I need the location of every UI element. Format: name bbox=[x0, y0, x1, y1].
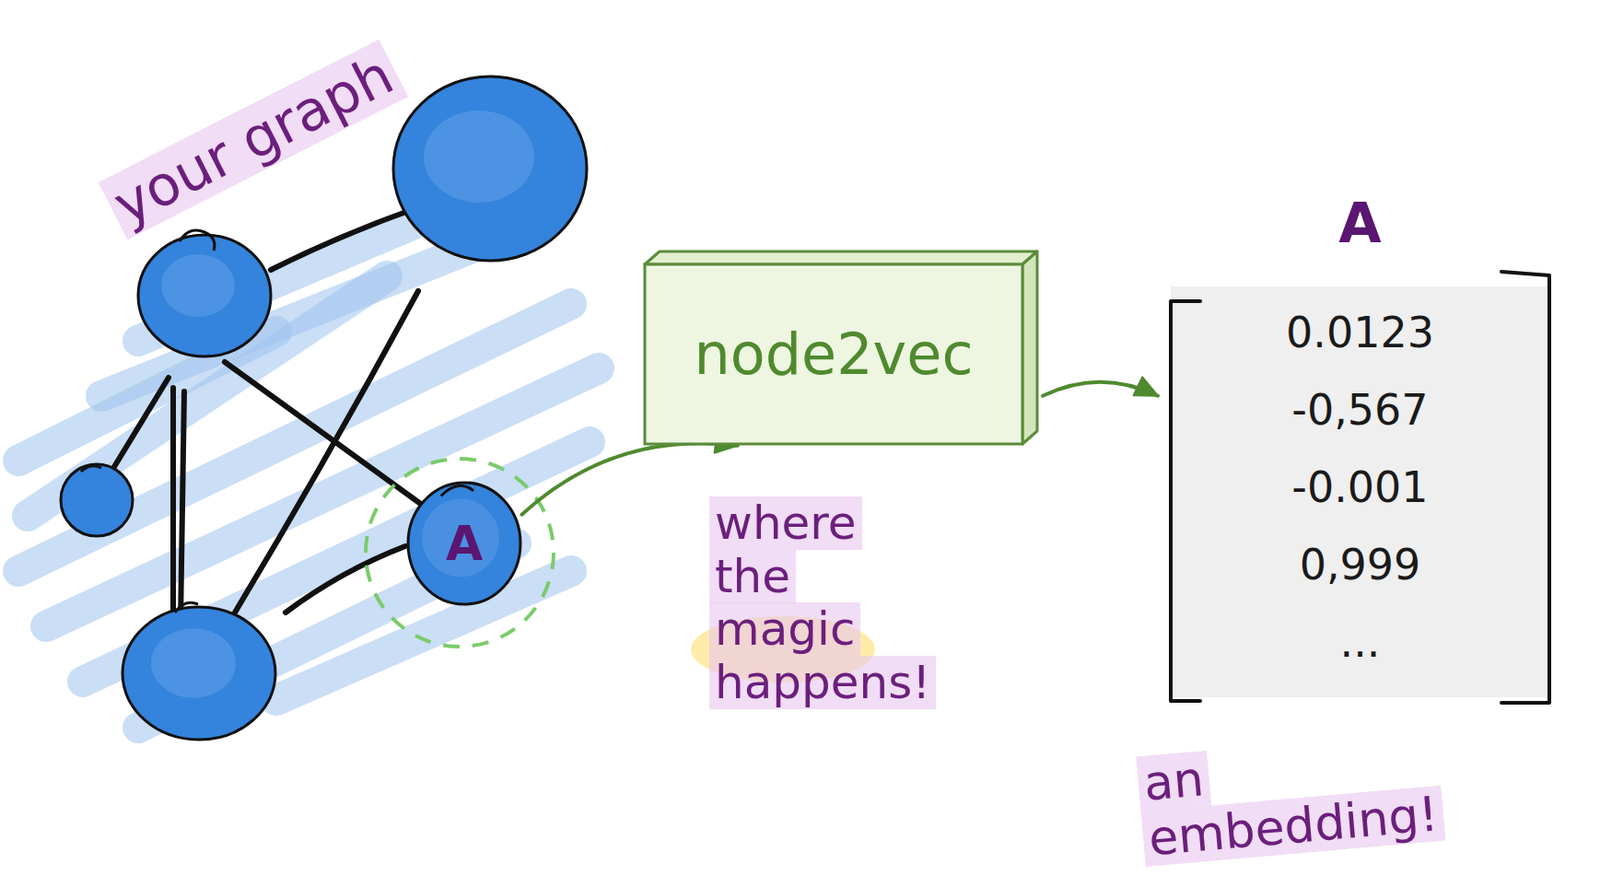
embedding-vector: 0.0123-0,567-0.0010,999...A bbox=[1163, 269, 1557, 705]
vector-value: 0.0123 bbox=[1285, 307, 1435, 358]
circle-shine bbox=[151, 110, 535, 699]
scribble-mark bbox=[441, 485, 474, 496]
embedding-note: an embedding! bbox=[1135, 750, 1446, 867]
vector-heading: A bbox=[1163, 190, 1557, 256]
magic-note-wrap: where the magic happens! bbox=[709, 497, 936, 710]
flow-arrow bbox=[521, 443, 737, 514]
left-bracket bbox=[1170, 301, 1201, 701]
focus-ring bbox=[365, 458, 554, 647]
graph-edge bbox=[270, 209, 414, 270]
node-label: node2vec bbox=[693, 320, 973, 388]
graph-title-wrap: your graph bbox=[98, 40, 409, 241]
vector-ground bbox=[1170, 286, 1550, 698]
graph-edge bbox=[170, 387, 176, 623]
graph-edge bbox=[224, 362, 429, 510]
shine bbox=[421, 499, 500, 578]
right-bracket bbox=[1501, 271, 1550, 703]
graph-title: your graph bbox=[98, 39, 409, 240]
graph-edge bbox=[234, 291, 419, 613]
node-label: A bbox=[445, 515, 483, 572]
graph-edge bbox=[112, 377, 169, 470]
magic-note: where the magic happens! bbox=[709, 496, 936, 710]
graph-circle bbox=[138, 234, 271, 357]
graph-circle bbox=[122, 607, 276, 740]
graph-circle bbox=[393, 76, 587, 261]
graph-edges bbox=[112, 209, 429, 623]
graph-edge bbox=[285, 546, 406, 613]
scribble-mark bbox=[175, 602, 199, 613]
scribble-mark bbox=[81, 466, 102, 472]
box-side bbox=[1022, 251, 1038, 444]
graph-edge bbox=[180, 391, 185, 623]
graph-node: A bbox=[406, 480, 523, 607]
vector-column: 0.0123 -0,567 -0.001 0,999... bbox=[1285, 307, 1435, 667]
node-circle bbox=[408, 482, 521, 605]
vector-value: ... bbox=[1340, 617, 1381, 667]
vector-value: 0,999 bbox=[1299, 539, 1422, 590]
scribble-mark bbox=[179, 230, 215, 251]
shine bbox=[423, 110, 535, 203]
circle-scribble bbox=[81, 230, 215, 613]
shine bbox=[151, 628, 236, 699]
box-front bbox=[644, 264, 1023, 444]
shine bbox=[161, 254, 235, 317]
box-top bbox=[644, 251, 1038, 265]
graph-scribble bbox=[18, 211, 599, 728]
embedding-note-wrap: an embedding! bbox=[1135, 731, 1446, 868]
vector-value: -0.001 bbox=[1291, 462, 1428, 513]
graph-circle bbox=[60, 464, 133, 537]
process-box: node2vec bbox=[644, 264, 1023, 444]
arrow-head bbox=[1133, 376, 1158, 396]
vector-value: -0,567 bbox=[1291, 385, 1428, 435]
